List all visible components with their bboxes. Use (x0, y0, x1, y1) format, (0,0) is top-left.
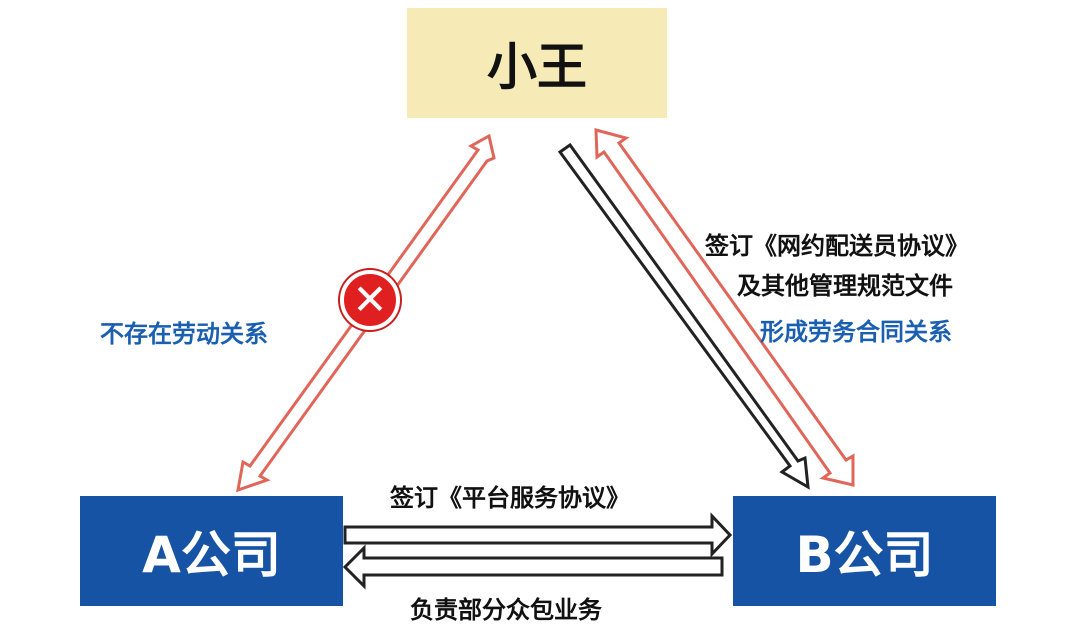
right-red-double-arrow (594, 128, 855, 487)
right-black-arrow (557, 142, 810, 490)
node-company-b-label: B公司 (795, 526, 934, 584)
left-red-double-arrow (236, 133, 496, 493)
node-company-b: B公司 (733, 496, 996, 606)
platform-agreement-label: 签订《平台服务协议》 (390, 484, 630, 512)
a-to-b-arrow (343, 512, 733, 558)
node-xiaowang-label: 小王 (487, 38, 587, 96)
right-agreement-label: 签订《网约配送员协议》 (705, 232, 969, 260)
crowdsourcing-label: 负责部分众包业务 (410, 596, 602, 624)
node-company-a: A公司 (80, 496, 343, 606)
close-icon: ✕ (340, 270, 400, 330)
right-docs-label: 及其他管理规范文件 (737, 272, 953, 300)
left-relation-label: 不存在劳动关系 (100, 320, 268, 348)
node-company-a-label: A公司 (142, 526, 281, 584)
right-relation-label: 形成劳务合同关系 (760, 318, 952, 346)
node-xiaowang: 小王 (407, 8, 667, 118)
b-to-a-arrow (342, 544, 724, 590)
